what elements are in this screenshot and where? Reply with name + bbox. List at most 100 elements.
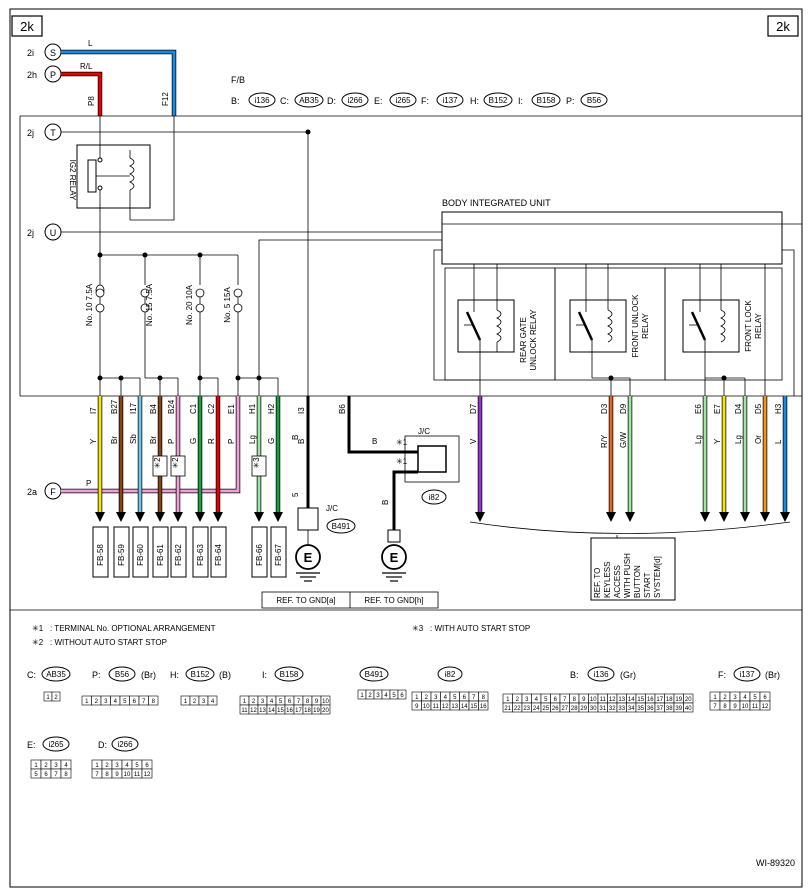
svg-text:B152: B152 [489, 96, 508, 105]
svg-text:P:: P: [566, 96, 575, 106]
svg-text:i136: i136 [593, 670, 609, 679]
connector-pin-number: 2 [252, 699, 256, 705]
svg-text:B: B [291, 435, 300, 440]
svg-text:C2: C2 [207, 403, 216, 414]
connector-pin-number: 7 [297, 699, 301, 705]
svg-text:H:: H: [170, 670, 179, 680]
svg-text:D7: D7 [469, 403, 478, 414]
svg-text:G/W: G/W [619, 432, 628, 448]
page-label-left: 2k [20, 19, 34, 34]
svg-text:Sb: Sb [129, 434, 138, 444]
connector-pin-number: 12 [609, 697, 616, 703]
svg-text:H2: H2 [267, 403, 276, 414]
connector-pin-number: 3 [733, 695, 737, 701]
connector-pin-number: 1 [34, 763, 38, 769]
svg-text:Br: Br [110, 436, 119, 444]
connector-pin-number: 5 [279, 699, 283, 705]
svg-text:(Gr): (Gr) [620, 670, 636, 680]
connector-pin-number: 5 [392, 693, 396, 699]
svg-text:C:: C: [280, 96, 289, 106]
gnd-ref-a: REF. TO GND[a] [276, 596, 335, 605]
body-unit-title: BODY INTEGRATED UNIT [442, 198, 551, 208]
connector-pin-number: 4 [270, 699, 274, 705]
svg-text:C1: C1 [189, 403, 198, 414]
fb-blocks: FB-58 FB-59 FB-60 FB-61 FB-62 FB-63 FB-6… [92, 526, 287, 578]
connector-pin-number: 8 [105, 772, 109, 778]
connector-letter: F [50, 487, 56, 497]
svg-text:: WITHOUT AUTO START STOP: : WITHOUT AUTO START STOP [50, 638, 167, 647]
connector-pin-number: 10 [742, 704, 749, 710]
connector-pin-number: 14 [628, 697, 635, 703]
connector-pin-number: 39 [675, 706, 682, 712]
connector-pin-number: 7 [713, 704, 717, 710]
wire-p-label: P [86, 479, 91, 488]
connector-id: 2i [27, 48, 34, 58]
svg-text:i266: i266 [117, 740, 133, 749]
gnd-ref-h: REF. TO GND[h] [364, 596, 423, 605]
connector-pin-number: 3 [202, 699, 206, 705]
svg-text:Br: Br [149, 436, 158, 444]
connector-pin-number: 7 [142, 699, 146, 705]
connector-pin-number: 19 [675, 697, 682, 703]
svg-text:FB-67: FB-67 [274, 544, 283, 566]
connector-pin-number: 9 [733, 704, 737, 710]
connector-pin-number: 6 [288, 699, 292, 705]
connector-pin-number: 28 [571, 706, 578, 712]
rear-gate-unlock-relay: REAR GATE UNLOCK RELAY [457, 264, 538, 396]
connector-pin-number: 4 [535, 697, 539, 703]
connector-pin-number: 12 [144, 772, 151, 778]
fb-title: F/B [231, 75, 245, 85]
svg-text:G: G [189, 438, 198, 444]
svg-text:F:: F: [421, 96, 429, 106]
svg-text:D5: D5 [754, 403, 763, 414]
connector-pin-number: 22 [514, 706, 521, 712]
right-wires [477, 396, 788, 512]
svg-text:B:: B: [570, 670, 579, 680]
connector-pin-number: 5 [753, 695, 757, 701]
connector-pin-number: 1 [506, 697, 510, 703]
svg-text:B491: B491 [332, 522, 351, 531]
svg-text:WITH PUSH: WITH PUSH [623, 553, 632, 598]
connector-pin-number: 7 [472, 695, 476, 701]
connector-pin-number: 3 [261, 699, 265, 705]
svg-text:i82: i82 [445, 670, 456, 679]
page-label-right-box [767, 15, 799, 37]
connector-pin-number: 32 [609, 706, 616, 712]
connector-pin-number: 33 [618, 706, 625, 712]
svg-text:FRONT UNLOCK: FRONT UNLOCK [631, 294, 640, 358]
connector-2i: 2i S [27, 43, 62, 61]
svg-text:F:: F: [718, 670, 726, 680]
connector-id: 2a [27, 487, 37, 497]
connector-pin-number: 11 [752, 704, 759, 710]
connector-pin-number: 8 [64, 772, 68, 778]
connector-pin-number: 36 [647, 706, 654, 712]
connector-pin-number: 15 [637, 697, 644, 703]
svg-text:D3: D3 [600, 403, 609, 414]
front-unlock-relay: FRONT UNLOCK RELAY [569, 264, 650, 396]
svg-text:D:: D: [327, 96, 336, 106]
connector-pin-number: 19 [313, 708, 320, 714]
svg-text:D:: D: [98, 740, 107, 750]
connector-pin-number: 37 [656, 706, 663, 712]
connector-pin-number: 9 [415, 704, 419, 710]
connector-pin-number: 18 [666, 697, 673, 703]
svg-text:FB-60: FB-60 [136, 544, 145, 566]
connector-pin-number: 20 [685, 697, 692, 703]
svg-text:SYSTEM[d]: SYSTEM[d] [653, 556, 662, 598]
connector-pin-number: 11 [600, 697, 607, 703]
svg-text:C:: C: [27, 670, 36, 680]
connector-pin-number: 6 [145, 763, 149, 769]
connector-pin-number: 1 [85, 699, 89, 705]
connector-pin-number: 17 [656, 697, 663, 703]
svg-text:J/C: J/C [418, 427, 430, 436]
connector-letter: T [50, 128, 56, 138]
svg-text:V: V [469, 438, 478, 444]
svg-text:Lg: Lg [734, 435, 743, 444]
connector-pin-cell [478, 700, 489, 711]
connector-pin-number: 10 [590, 697, 597, 703]
connector-pin-number: 4 [444, 695, 448, 701]
connector-pin-number: 2 [105, 763, 109, 769]
connector-pin-number: 11 [134, 772, 141, 778]
connector-pin-number: 26 [552, 706, 559, 712]
svg-text:B158: B158 [537, 96, 556, 105]
